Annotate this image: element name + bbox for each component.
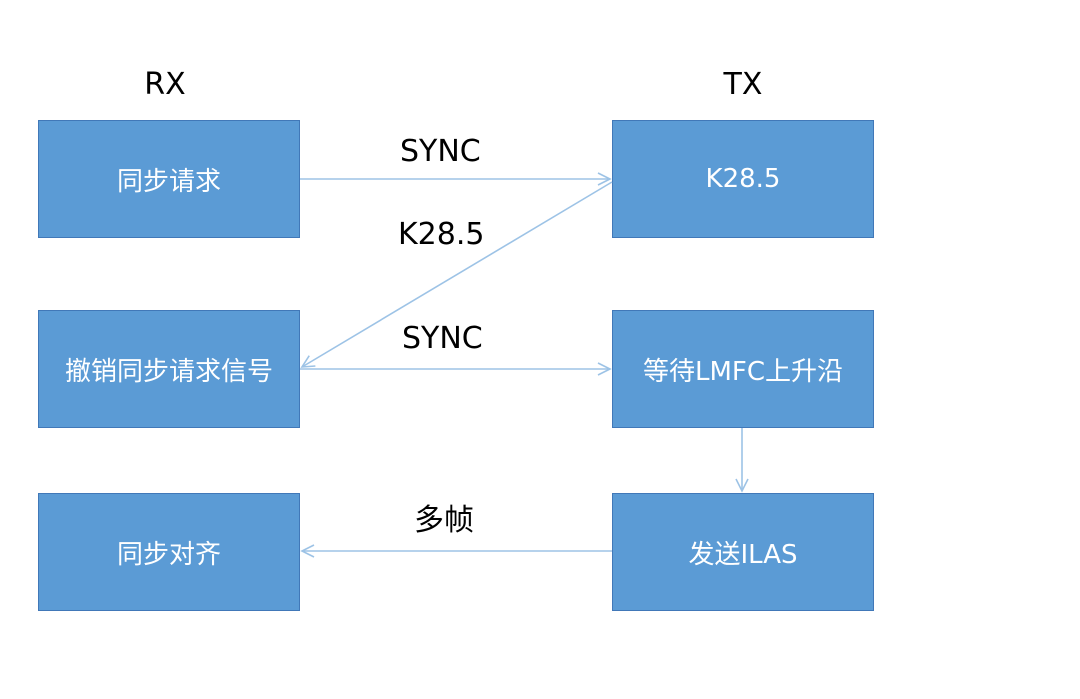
multiframe-label: 多帧 <box>414 503 474 538</box>
tx-column-header: TX <box>723 67 763 102</box>
tx-send-ilas-box: 发送ILAS <box>612 493 874 611</box>
k285-return-label: K28.5 <box>398 217 485 252</box>
sync-label-2: SYNC <box>402 321 483 356</box>
rx-column-header: RX <box>144 67 186 102</box>
sync-label-1: SYNC <box>400 134 481 169</box>
rx-sync-request-box: 同步请求 <box>38 120 300 238</box>
rx-sync-align-box: 同步对齐 <box>38 493 300 611</box>
rx-deassert-sync-box: 撤销同步请求信号 <box>38 310 300 428</box>
tx-wait-lmfc-box: 等待LMFC上升沿 <box>612 310 874 428</box>
tx-k285-box: K28.5 <box>612 120 874 238</box>
